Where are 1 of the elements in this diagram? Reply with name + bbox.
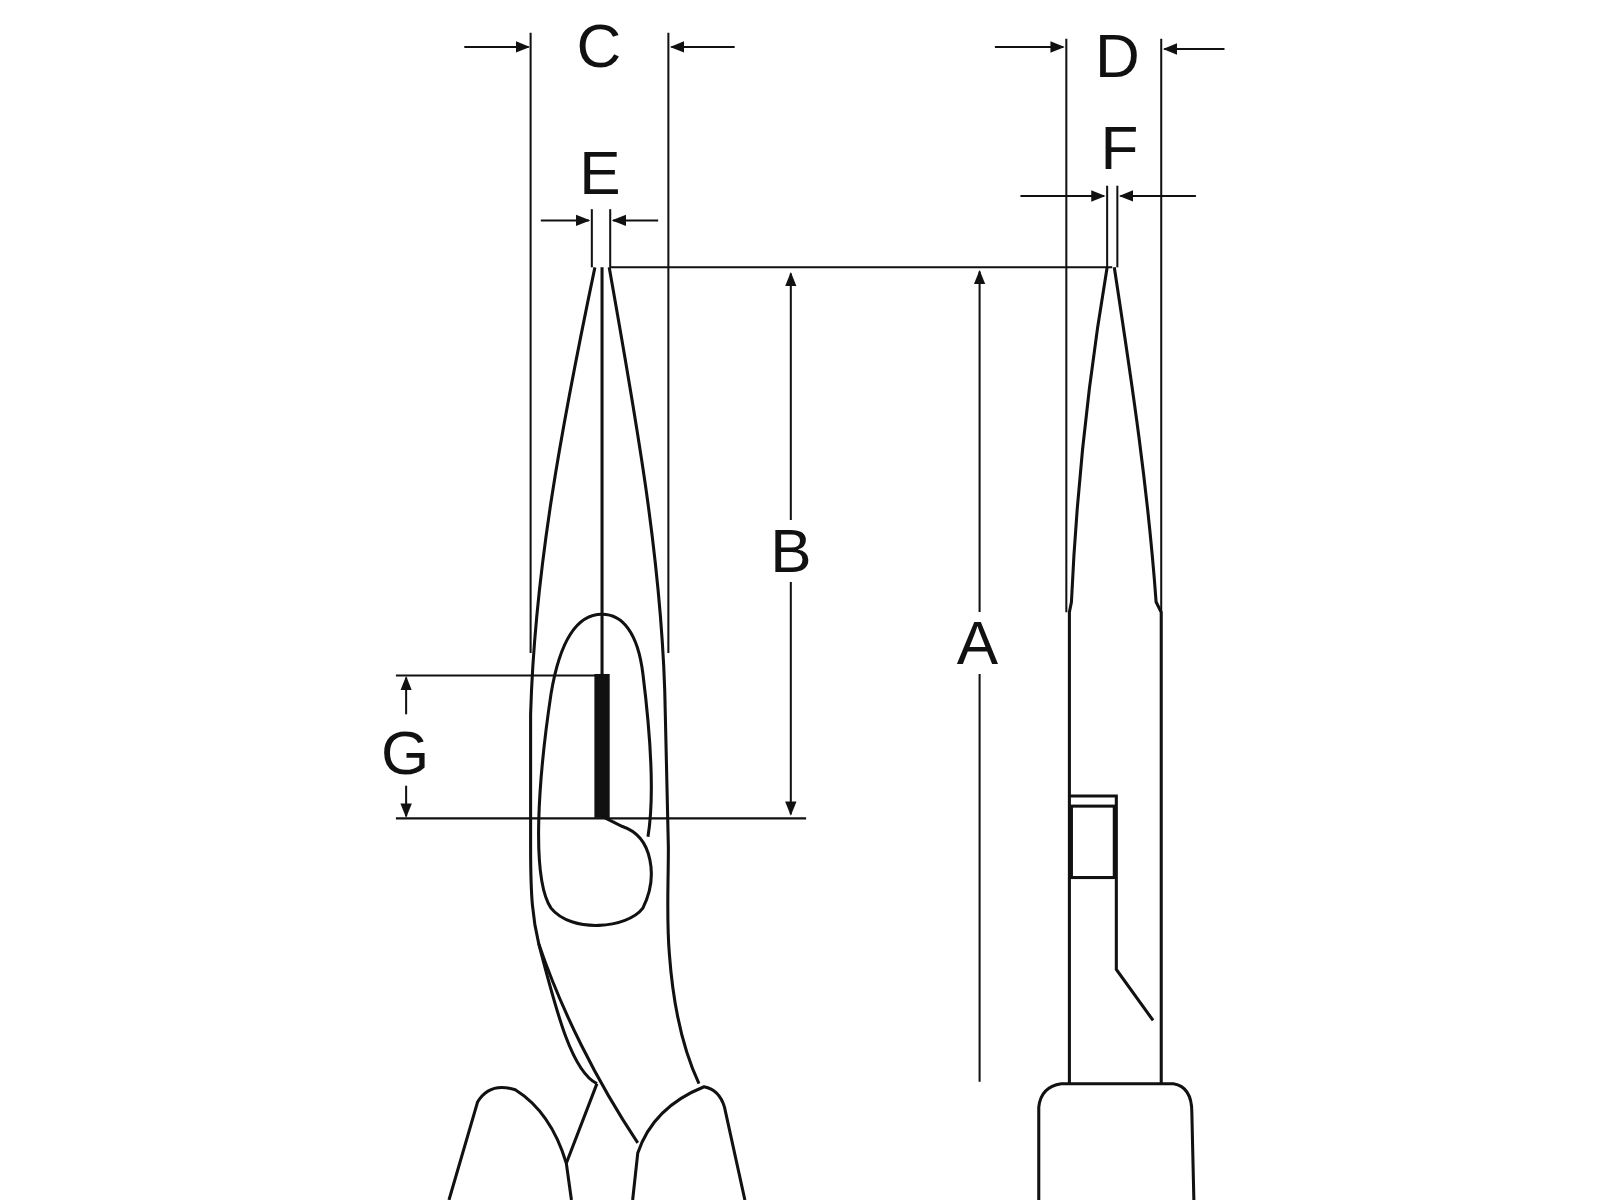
dimension-letter: A: [954, 611, 1001, 674]
